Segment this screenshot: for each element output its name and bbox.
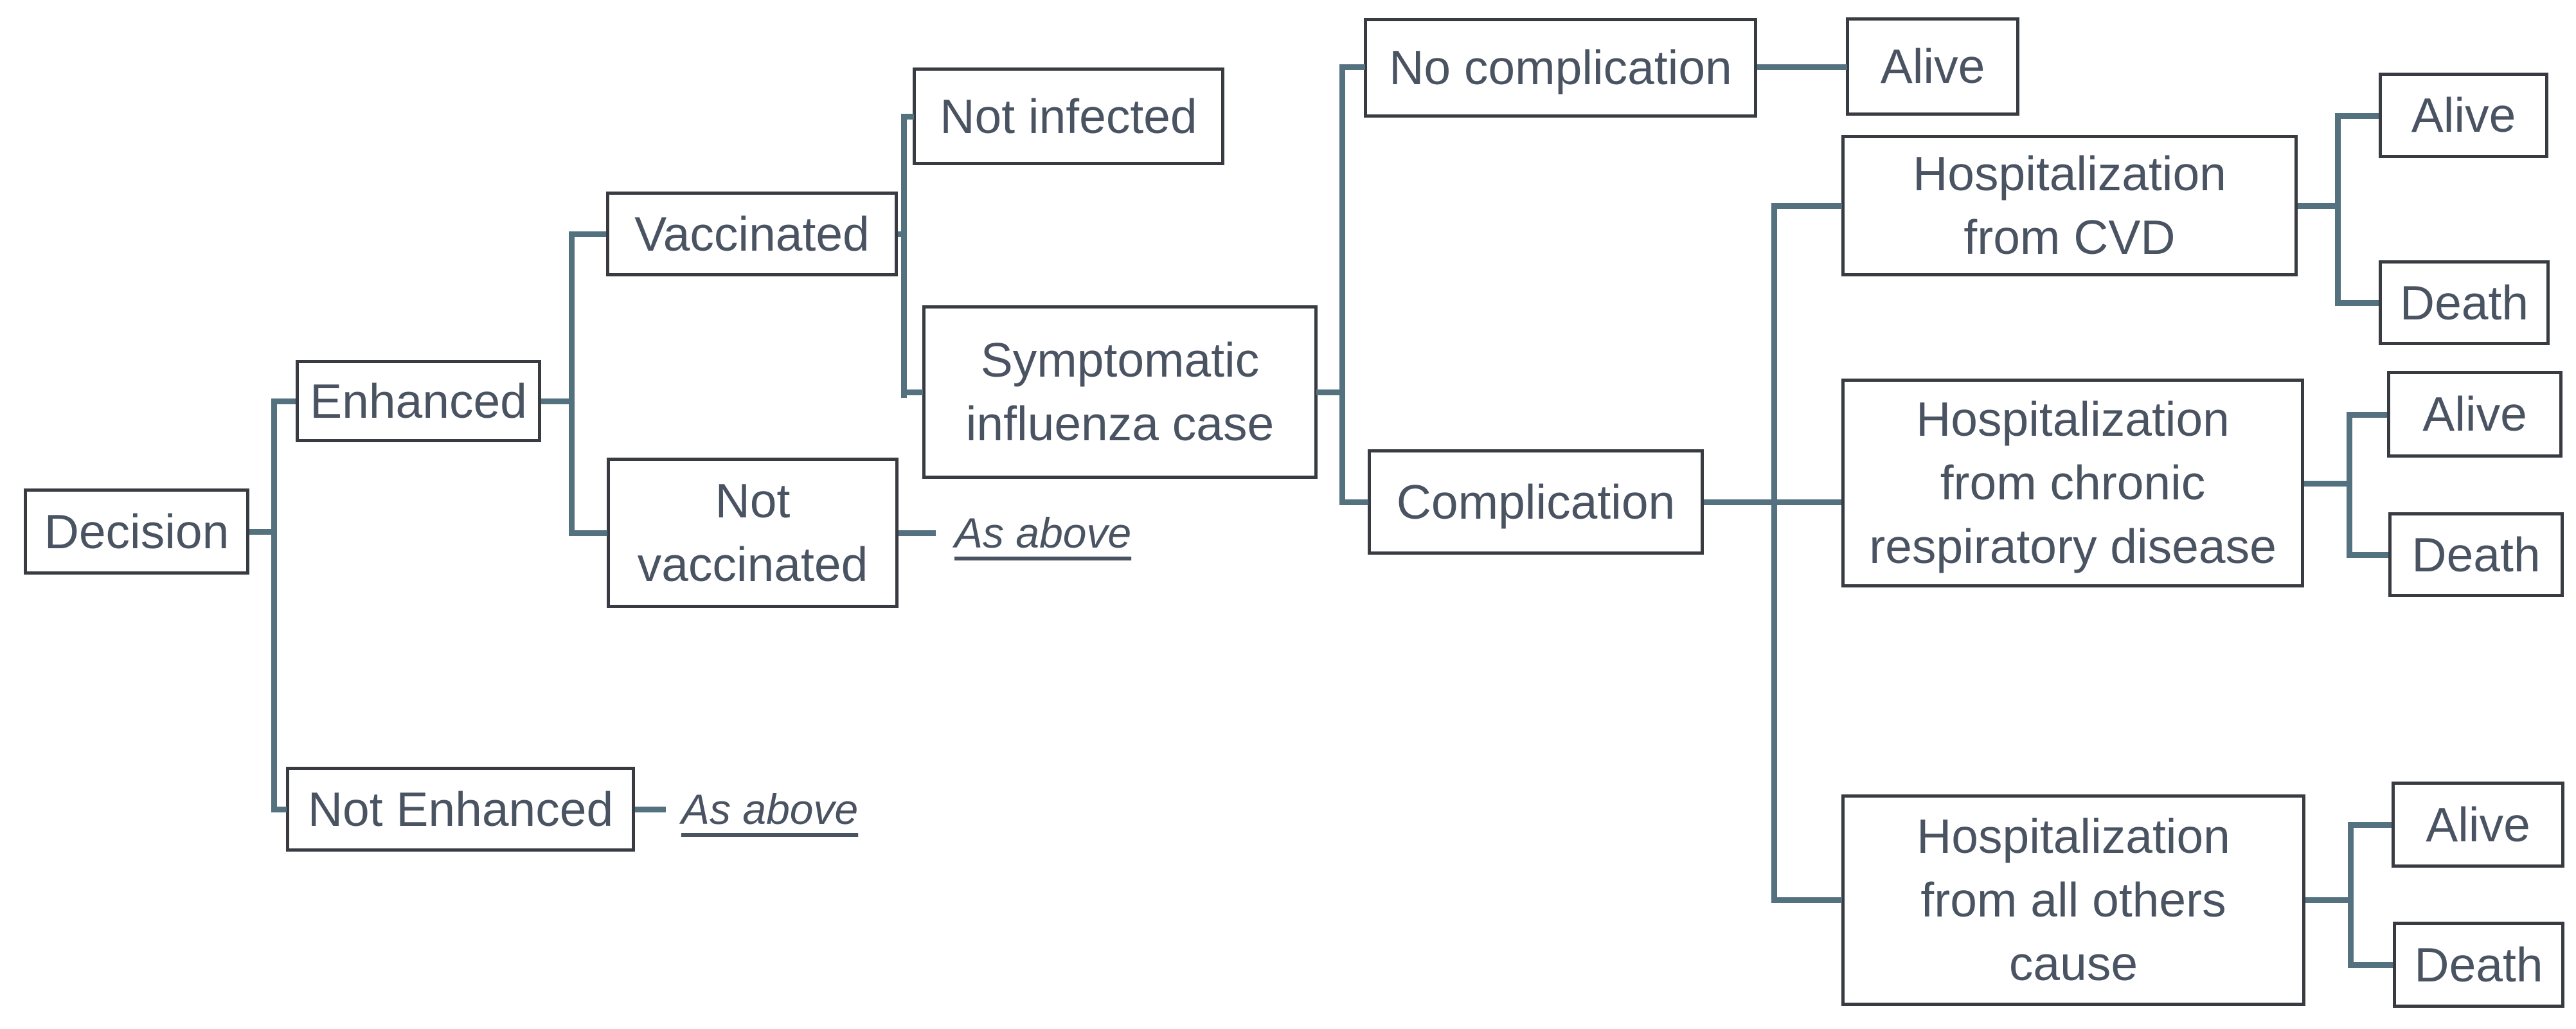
connector-cvd-stub	[2298, 203, 2338, 209]
connector-to-death-respiratory	[2347, 552, 2388, 558]
node-symptomatic-influenza-case: Symptomatic influenza case	[922, 305, 1318, 479]
node-not-vaccinated: Not vaccinated	[607, 458, 899, 608]
connector-respiratory-stub	[2304, 481, 2349, 487]
node-not-infected: Not infected	[913, 67, 1224, 165]
node-complication: Complication	[1368, 449, 1704, 555]
node-no-complication: No complication	[1364, 18, 1757, 118]
connector-no-complication-alive	[1757, 64, 1847, 70]
node-not-enhanced: Not Enhanced	[286, 767, 635, 852]
connector-not-vaccinated-as-above	[899, 530, 936, 536]
connector-to-death-cvd	[2335, 300, 2379, 306]
connector-to-death-all-others	[2348, 962, 2393, 968]
node-vaccinated: Vaccinated	[606, 192, 898, 276]
node-enhanced: Enhanced	[296, 360, 541, 442]
node-hospitalization-chronic-respiratory: Hospitalization from chronic respiratory…	[1841, 379, 2304, 587]
connector-respiratory-branch-vertical	[2347, 412, 2352, 558]
connector-complication-branch-vertical	[1771, 203, 1777, 903]
node-alive-cvd: Alive	[2379, 73, 2548, 158]
node-death-chronic-respiratory: Death	[2388, 512, 2564, 597]
as-above-label-not-enhanced: As above	[681, 785, 859, 833]
connector-symptomatic-stub	[1316, 389, 1345, 395]
node-hospitalization-cvd: Hospitalization from CVD	[1841, 135, 2298, 276]
connector-enhanced-branch-vertical	[569, 231, 575, 536]
connector-vaccinated-branch-vertical	[901, 114, 907, 398]
connector-to-alive-all-others	[2348, 822, 2392, 828]
connector-decision-stub	[249, 529, 277, 535]
connector-to-hospitalization-cvd	[1771, 203, 1842, 209]
node-death-all-others: Death	[2393, 922, 2564, 1008]
node-death-cvd: Death	[2379, 260, 2550, 345]
connector-to-symptomatic	[901, 389, 923, 395]
connector-to-enhanced	[271, 398, 296, 404]
connector-cvd-branch-vertical	[2335, 113, 2341, 305]
connector-to-not-infected	[901, 114, 914, 120]
connector-all-others-stub	[2305, 897, 2350, 903]
as-above-label-not-vaccinated: As above	[954, 509, 1132, 557]
node-alive-chronic-respiratory: Alive	[2387, 371, 2563, 458]
node-hospitalization-all-others: Hospitalization from all others cause	[1841, 794, 2305, 1006]
node-alive-all-others: Alive	[2392, 782, 2564, 868]
connector-not-enhanced-as-above	[635, 807, 666, 812]
connector-to-no-complication	[1339, 64, 1365, 70]
node-alive-no-complication: Alive	[1846, 17, 2019, 116]
connector-all-others-branch-vertical	[2348, 822, 2354, 968]
connector-symptomatic-branch-vertical	[1339, 64, 1345, 505]
connector-enhanced-stub	[541, 398, 575, 404]
connector-to-alive-cvd	[2335, 113, 2379, 119]
connector-to-alive-respiratory	[2347, 412, 2387, 418]
connector-to-vaccinated	[569, 231, 606, 237]
connector-decision-branch-vertical	[271, 398, 277, 812]
connector-to-hospitalization-all-others	[1771, 897, 1842, 903]
connector-to-not-enhanced	[271, 807, 287, 812]
connector-to-not-vaccinated	[569, 530, 607, 536]
connector-to-complication	[1339, 499, 1368, 505]
node-decision: Decision	[24, 488, 249, 575]
